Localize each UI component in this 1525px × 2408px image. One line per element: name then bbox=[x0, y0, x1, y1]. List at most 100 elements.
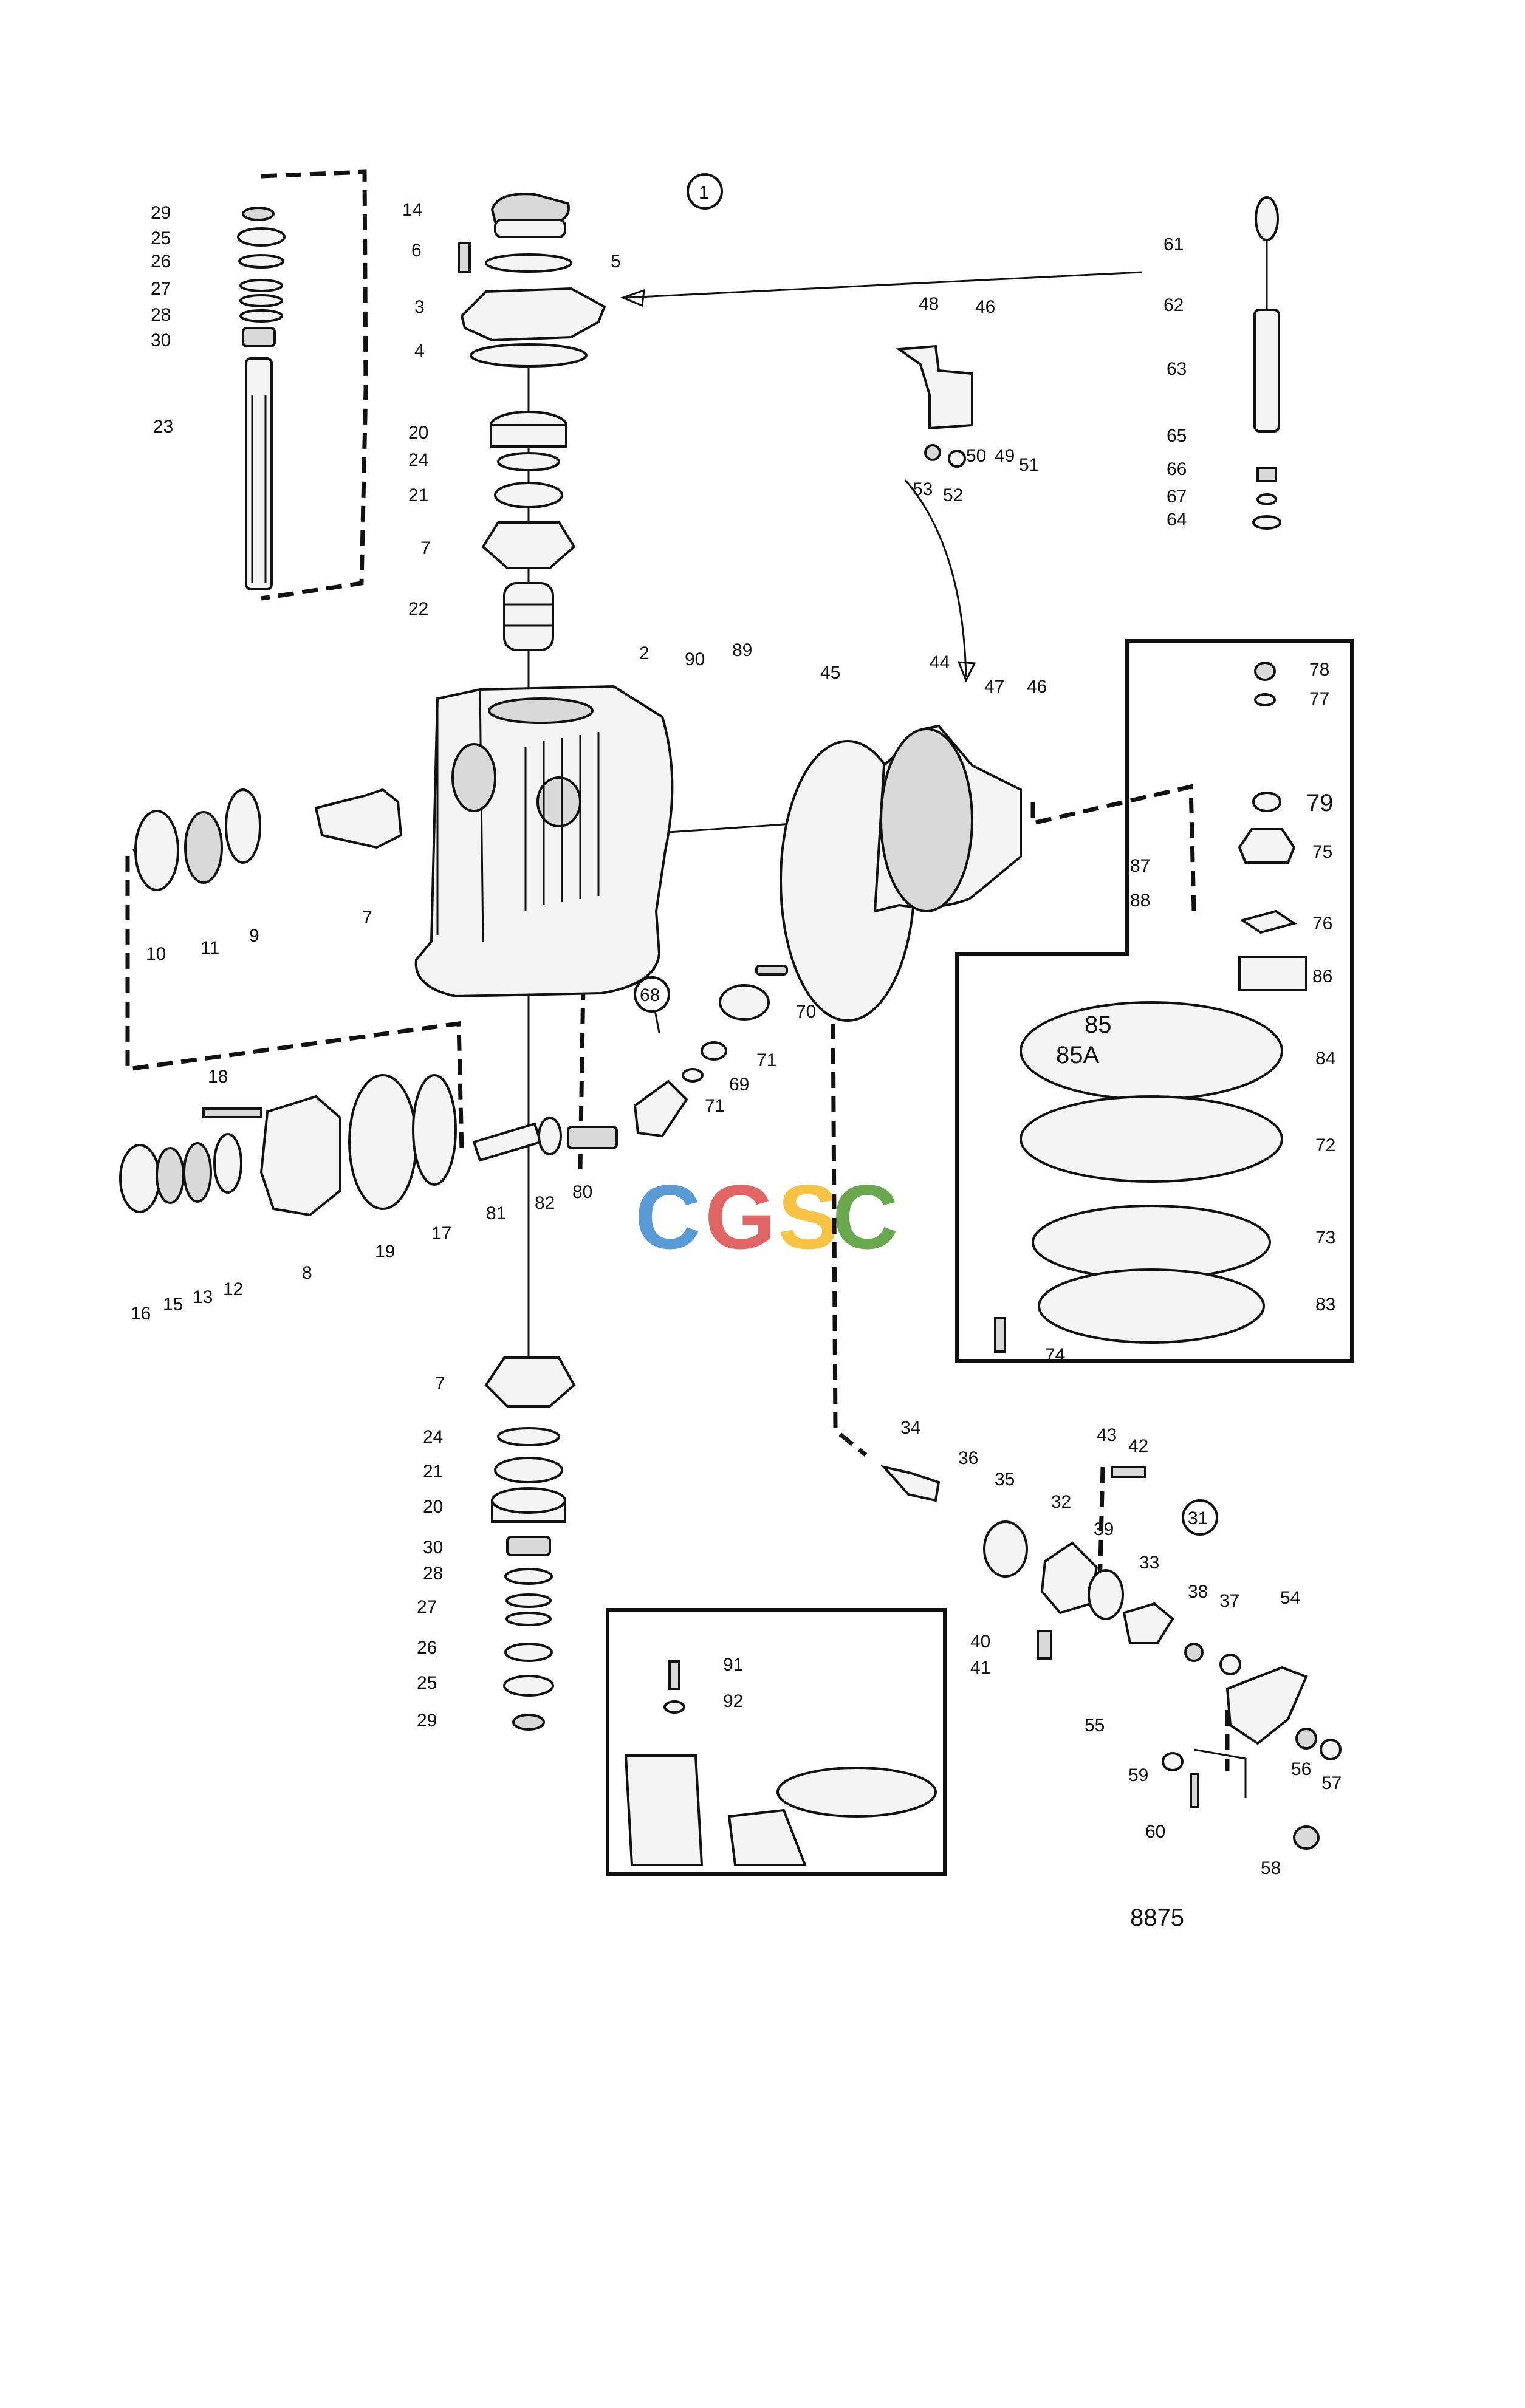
label-7-bottom: 7 bbox=[435, 1373, 445, 1394]
label-79: 79 bbox=[1306, 790, 1334, 816]
seal-39 bbox=[1088, 1569, 1124, 1620]
part-shapes bbox=[119, 193, 1342, 1866]
label-25-bottom: 25 bbox=[417, 1673, 437, 1693]
lever-33 bbox=[1122, 1602, 1174, 1644]
label-60: 60 bbox=[1145, 1822, 1165, 1842]
label-33: 33 bbox=[1139, 1553, 1159, 1573]
label-2: 2 bbox=[639, 643, 649, 663]
label-41: 41 bbox=[970, 1658, 990, 1678]
pinion-7-left bbox=[314, 788, 403, 849]
label-21: 21 bbox=[408, 485, 428, 505]
shift-rod-34 bbox=[880, 1465, 941, 1502]
label-39: 39 bbox=[1094, 1519, 1114, 1539]
label-88: 88 bbox=[1130, 891, 1150, 911]
label-10: 10 bbox=[146, 944, 166, 964]
bushing-82 bbox=[538, 1117, 562, 1155]
label-15: 15 bbox=[163, 1295, 183, 1315]
label-20-bottom: 20 bbox=[423, 1497, 443, 1517]
bearing-30 bbox=[242, 327, 276, 347]
label-62: 62 bbox=[1163, 295, 1184, 315]
label-12: 12 bbox=[223, 1279, 243, 1299]
bolt-42 bbox=[1111, 1466, 1146, 1478]
label-25: 25 bbox=[151, 228, 171, 248]
cover-3 bbox=[460, 287, 606, 342]
label-24-bottom: 24 bbox=[423, 1427, 443, 1447]
label-64: 64 bbox=[1167, 510, 1187, 530]
group-marker-31: 31 bbox=[1188, 1508, 1208, 1528]
label-43: 43 bbox=[1097, 1425, 1117, 1445]
label-46-lower: 46 bbox=[1027, 677, 1047, 697]
label-32: 32 bbox=[1051, 1492, 1071, 1512]
label-87: 87 bbox=[1130, 856, 1150, 876]
label-34: 34 bbox=[900, 1418, 920, 1438]
shim-12 bbox=[213, 1133, 242, 1194]
fitting-80 bbox=[567, 1126, 618, 1149]
label-47: 47 bbox=[984, 677, 1004, 697]
label-38: 38 bbox=[1188, 1582, 1208, 1602]
label-73: 73 bbox=[1315, 1228, 1335, 1248]
label-75: 75 bbox=[1312, 842, 1332, 862]
label-85A: 85A bbox=[1056, 1042, 1099, 1069]
label-78: 78 bbox=[1309, 660, 1329, 680]
knob-70 bbox=[719, 984, 770, 1021]
watermark-letter-3: S bbox=[778, 1166, 838, 1268]
flange-8 bbox=[259, 1095, 341, 1217]
label-55: 55 bbox=[1085, 1715, 1105, 1736]
oring-17 bbox=[412, 1074, 457, 1186]
cap-14 bbox=[490, 193, 570, 223]
label-37: 37 bbox=[1219, 1591, 1239, 1611]
label-7-top: 7 bbox=[420, 538, 431, 558]
label-90: 90 bbox=[685, 649, 705, 669]
label-17: 17 bbox=[431, 1223, 451, 1243]
inset-detail-box bbox=[606, 1608, 947, 1876]
label-45: 45 bbox=[820, 663, 840, 683]
gear-7-top bbox=[481, 521, 576, 569]
label-21-bottom: 21 bbox=[423, 1462, 443, 1482]
label-4: 4 bbox=[414, 341, 425, 361]
nut-29 bbox=[242, 207, 275, 221]
label-71-upper: 71 bbox=[756, 1050, 776, 1070]
group-markers: 1 68 31 bbox=[634, 173, 1218, 1536]
gasket-4 bbox=[470, 343, 588, 368]
mounting-ring-72 bbox=[1020, 1095, 1283, 1183]
label-13: 13 bbox=[193, 1287, 213, 1307]
bolt-6 bbox=[458, 242, 471, 273]
nut-78 bbox=[1254, 662, 1276, 681]
label-65: 65 bbox=[1167, 426, 1187, 446]
group-marker-68: 68 bbox=[640, 985, 660, 1005]
shim-26 bbox=[238, 254, 284, 269]
plate-73 bbox=[1032, 1205, 1271, 1280]
shim-9 bbox=[225, 788, 261, 864]
watermark-letter-1: C bbox=[635, 1166, 701, 1268]
label-56: 56 bbox=[1291, 1759, 1311, 1779]
oring-35 bbox=[983, 1520, 1028, 1578]
label-86: 86 bbox=[1312, 966, 1332, 987]
label-26: 26 bbox=[151, 251, 171, 272]
watermark-letter-2: G bbox=[705, 1166, 776, 1268]
label-76: 76 bbox=[1312, 914, 1332, 934]
valve-body bbox=[633, 1079, 688, 1138]
label-5: 5 bbox=[611, 251, 621, 272]
drawing-number: 8875 bbox=[1130, 1904, 1184, 1931]
label-61: 61 bbox=[1163, 234, 1184, 255]
label-11: 11 bbox=[200, 938, 219, 958]
label-66: 66 bbox=[1167, 459, 1187, 479]
seal-16 bbox=[119, 1144, 160, 1213]
block-86 bbox=[1238, 956, 1307, 991]
label-7-left: 7 bbox=[362, 908, 372, 928]
clevis-61 bbox=[1255, 196, 1279, 241]
bolt-18 bbox=[202, 1107, 262, 1118]
bearing-15 bbox=[156, 1147, 185, 1204]
bearing-22 bbox=[503, 582, 554, 651]
lever-54 bbox=[1225, 1666, 1308, 1745]
label-23: 23 bbox=[153, 417, 173, 437]
label-72: 72 bbox=[1315, 1135, 1335, 1155]
label-35: 35 bbox=[995, 1469, 1015, 1490]
washer-25 bbox=[237, 227, 286, 247]
label-3: 3 bbox=[414, 297, 425, 317]
label-44: 44 bbox=[930, 652, 950, 672]
label-30: 30 bbox=[151, 330, 171, 351]
group-marker-1: 1 bbox=[699, 183, 709, 203]
label-48: 48 bbox=[919, 294, 939, 314]
rubber-mount-75 bbox=[1238, 828, 1296, 864]
